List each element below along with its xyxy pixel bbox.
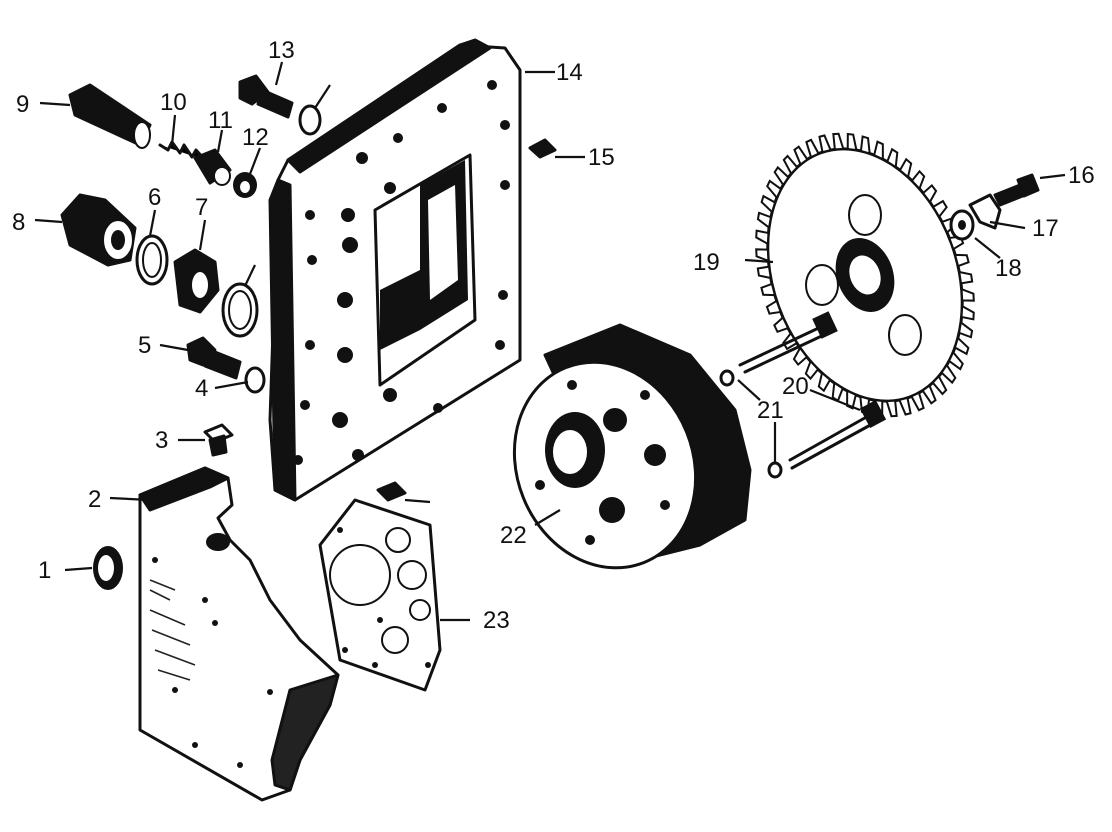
callout-1: 1 <box>38 557 51 584</box>
gear-tooth <box>910 169 926 191</box>
gear-tooth <box>953 253 970 268</box>
gear-tooth <box>953 336 970 356</box>
part-7-nut <box>173 248 220 314</box>
part-11-valve <box>193 148 232 186</box>
gear-tooth <box>805 138 820 159</box>
gear-tooth <box>755 229 770 246</box>
part-3-plug <box>203 423 234 457</box>
gear-tooth <box>898 157 913 179</box>
part-9-sleeve <box>68 83 152 149</box>
gear-tooth <box>886 147 899 169</box>
callout-8: 8 <box>12 209 25 236</box>
callout-15: 15 <box>588 144 615 171</box>
part-18-washer <box>949 209 975 241</box>
gear-tooth <box>831 381 844 403</box>
gear-tooth <box>931 199 948 219</box>
callout-2: 2 <box>88 486 101 513</box>
part-14-cover-plate <box>268 38 522 502</box>
gear-tooth <box>958 270 974 285</box>
callout-18: 18 <box>995 255 1022 282</box>
callout-11: 11 <box>208 107 233 134</box>
gear-tooth <box>818 134 832 154</box>
callout-4: 4 <box>195 375 208 402</box>
gear-tooth <box>859 135 871 155</box>
part-15-pin <box>528 138 557 159</box>
gear-tooth <box>817 371 832 393</box>
callout-10: 10 <box>160 89 187 116</box>
part-19-gear <box>755 132 975 418</box>
part-13-bolt <box>238 74 294 119</box>
callout-19: 19 <box>693 249 720 276</box>
gear-tooth <box>760 282 777 297</box>
part-1-washer <box>93 546 123 590</box>
part-6-ring <box>135 234 169 286</box>
part-21-washers <box>719 369 783 479</box>
gear-tooth <box>773 165 790 187</box>
callout-23: 23 <box>483 607 510 634</box>
callout-22: 22 <box>500 522 527 549</box>
gear-tooth <box>782 154 799 176</box>
callout-9: 9 <box>16 91 29 118</box>
part-22-pump-body <box>512 323 752 570</box>
part-8-union-nut <box>60 193 137 267</box>
part-20-bolts <box>738 311 887 470</box>
callout-16: 16 <box>1068 162 1095 189</box>
callout-labels: 1 2 3 4 5 6 7 8 9 10 11 12 13 14 15 16 1… <box>12 37 1095 634</box>
gear-tooth <box>765 299 782 315</box>
dowel-pin-lower <box>376 481 407 502</box>
gear-tooth <box>792 346 809 367</box>
gear-tooth <box>846 132 858 152</box>
gear-tooth <box>793 145 809 166</box>
gear-tooth <box>804 359 820 381</box>
part-2-bracket <box>138 466 340 802</box>
gear-tooth <box>773 315 790 334</box>
callout-14: 14 <box>556 59 583 86</box>
washer-13 <box>298 104 322 136</box>
part-12-nut <box>233 172 257 198</box>
callout-5: 5 <box>138 332 151 359</box>
gear-tooth <box>756 211 773 230</box>
gear-tooth <box>947 350 964 371</box>
part-16-screw <box>993 173 1040 207</box>
gear-tooth <box>832 132 845 151</box>
callout-12: 12 <box>242 124 269 151</box>
gear-tooth <box>960 304 975 321</box>
gear-tooth <box>931 374 948 396</box>
gear-tooth <box>755 248 770 263</box>
gear-tooth <box>760 194 777 214</box>
gear-tooth <box>960 287 975 302</box>
washer-right-of-7 <box>221 282 259 338</box>
callout-7: 7 <box>195 194 208 221</box>
gear-tooth <box>898 396 912 416</box>
gear-tooth <box>957 320 974 339</box>
callout-21: 21 <box>757 397 784 424</box>
gear-tooth <box>766 179 783 200</box>
gear-tooth <box>921 384 937 405</box>
callout-3: 3 <box>155 427 168 454</box>
part-10-spring <box>158 140 207 162</box>
callout-6: 6 <box>148 184 161 211</box>
gear-tooth <box>885 399 898 418</box>
gear-tooth <box>910 391 925 412</box>
gear-tooth <box>756 265 772 280</box>
gear-tooth <box>873 140 884 161</box>
gear-tooth <box>921 183 938 204</box>
part-17-lock-plate <box>968 193 1002 230</box>
part-4-washer <box>244 366 266 394</box>
part-5-bolt <box>186 336 242 380</box>
leader-lines <box>34 61 1066 622</box>
gear-tooth <box>940 363 957 385</box>
callout-17: 17 <box>1032 215 1059 242</box>
callout-13: 13 <box>268 37 295 64</box>
callout-20: 20 <box>782 373 809 400</box>
part-23-gasket <box>318 498 442 692</box>
